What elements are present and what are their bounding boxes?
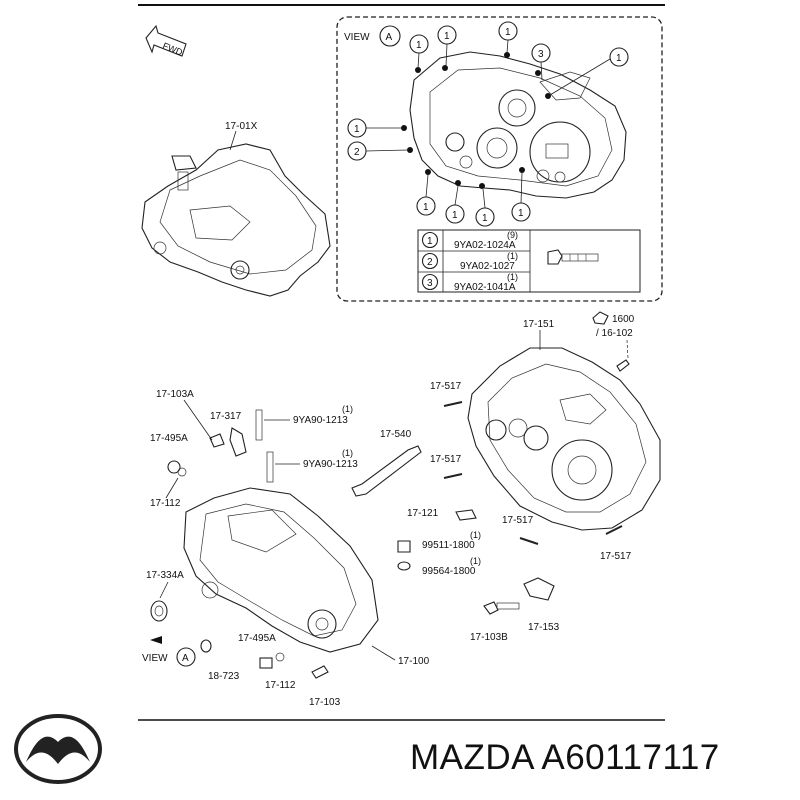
- svg-text:A: A: [182, 653, 189, 664]
- svg-text:3: 3: [538, 49, 544, 60]
- svg-text:17-495A: 17-495A: [150, 433, 188, 444]
- svg-text:/ 16-102: / 16-102: [596, 328, 633, 339]
- svg-text:(1): (1): [342, 448, 353, 458]
- svg-text:9YA02-1024A: 9YA02-1024A: [454, 240, 516, 251]
- svg-text:1: 1: [427, 236, 433, 247]
- view-arrow-icon: [150, 636, 162, 644]
- svg-text:3: 3: [427, 278, 433, 289]
- svg-text:17-151: 17-151: [523, 319, 555, 330]
- svg-text:2: 2: [354, 147, 360, 158]
- svg-text:17-01X: 17-01X: [225, 121, 258, 132]
- view-a-letter: A: [386, 32, 393, 43]
- view-a-circle: [379, 25, 401, 47]
- svg-text:99511-1800: 99511-1800: [422, 540, 475, 551]
- brand-part-number: MAZDA A60117117: [410, 738, 720, 778]
- svg-text:1: 1: [444, 31, 450, 42]
- assembled-transaxle: 17-01X: [141, 121, 331, 297]
- svg-text:17-103: 17-103: [309, 697, 341, 708]
- svg-text:18-723: 18-723: [208, 671, 240, 682]
- fwd-arrow-icon: FWD: [145, 24, 187, 58]
- dowel-labels-17-517: 17-517 17-517 17-517 17-517: [430, 381, 632, 562]
- part-number: A60117117: [541, 738, 720, 777]
- svg-text:17-103A: 17-103A: [156, 389, 194, 400]
- svg-text:99564-1800: 99564-1800: [422, 566, 476, 577]
- brand-name: MAZDA: [410, 738, 534, 777]
- svg-text:17-153: 17-153: [528, 622, 560, 633]
- view-a-callouts: 1 1 1 3 1 1 2 1 1 1 1: [347, 21, 629, 227]
- svg-text:2: 2: [427, 257, 433, 268]
- view-a-box: [336, 16, 663, 302]
- svg-text:VIEW: VIEW: [142, 653, 168, 664]
- svg-text:(1): (1): [470, 530, 481, 540]
- svg-text:17-495A: 17-495A: [238, 633, 276, 644]
- svg-text:1: 1: [354, 124, 360, 135]
- svg-text:9YA02-1041A: 9YA02-1041A: [454, 282, 516, 293]
- svg-text:9YA90-1213: 9YA90-1213: [303, 459, 358, 470]
- svg-text:(1): (1): [342, 404, 353, 414]
- transaxle-case-17-100: 17-100: [183, 487, 430, 667]
- svg-text:1: 1: [452, 210, 458, 221]
- svg-text:(1): (1): [470, 556, 481, 566]
- svg-text:17-517: 17-517: [502, 515, 534, 526]
- svg-text:(9): (9): [507, 230, 518, 240]
- svg-text:1: 1: [518, 208, 524, 219]
- bottom-right-labels: 17-103B 17-153: [470, 577, 560, 643]
- svg-text:17-334A: 17-334A: [146, 570, 184, 581]
- svg-text:17-317: 17-317: [210, 411, 242, 422]
- svg-text:1: 1: [416, 40, 422, 51]
- mazda-logo-icon: [14, 714, 102, 784]
- svg-text:1: 1: [616, 53, 622, 64]
- left-part-labels: 17-103A 17-317 (1) 9YA90-1213 (1) 9YA90-…: [150, 389, 422, 509]
- svg-text:17-517: 17-517: [600, 551, 632, 562]
- svg-text:1: 1: [423, 202, 429, 213]
- svg-text:(1): (1): [507, 272, 518, 282]
- svg-text:17-517: 17-517: [430, 454, 462, 465]
- view-a-housing: [401, 51, 627, 199]
- svg-text:17-103B: 17-103B: [470, 632, 508, 643]
- svg-text:17-540: 17-540: [380, 429, 412, 440]
- clutch-housing-17-151: 17-151: [467, 319, 661, 531]
- svg-text:1600: 1600: [612, 314, 635, 325]
- svg-text:17-121: 17-121: [407, 508, 439, 519]
- svg-text:17-100: 17-100: [398, 656, 430, 667]
- svg-text:(1): (1): [507, 251, 518, 261]
- svg-text:1: 1: [505, 27, 511, 38]
- svg-text:9YA90-1213: 9YA90-1213: [293, 415, 348, 426]
- bolt-legend-table: 1 (9) 9YA02-1024A 2 (1) 9YA02-1027 3 (1)…: [417, 229, 641, 293]
- svg-text:17-112: 17-112: [150, 498, 181, 509]
- svg-text:17-517: 17-517: [430, 381, 462, 392]
- fwd-label: FWD: [161, 41, 184, 58]
- view-a-title: VIEW: [344, 32, 370, 43]
- svg-text:17-112: 17-112: [265, 680, 296, 691]
- part-1600: 1600 / 16-102: [592, 311, 635, 372]
- bottom-part-labels: 17-334A VIEW A 17-495A 18-723 17-112 17-…: [142, 570, 341, 708]
- middle-part-labels: 17-121 (1) 99511-1800 (1) 99564-1800: [397, 508, 481, 577]
- svg-text:9YA02-1027: 9YA02-1027: [460, 261, 515, 272]
- svg-text:1: 1: [482, 213, 488, 224]
